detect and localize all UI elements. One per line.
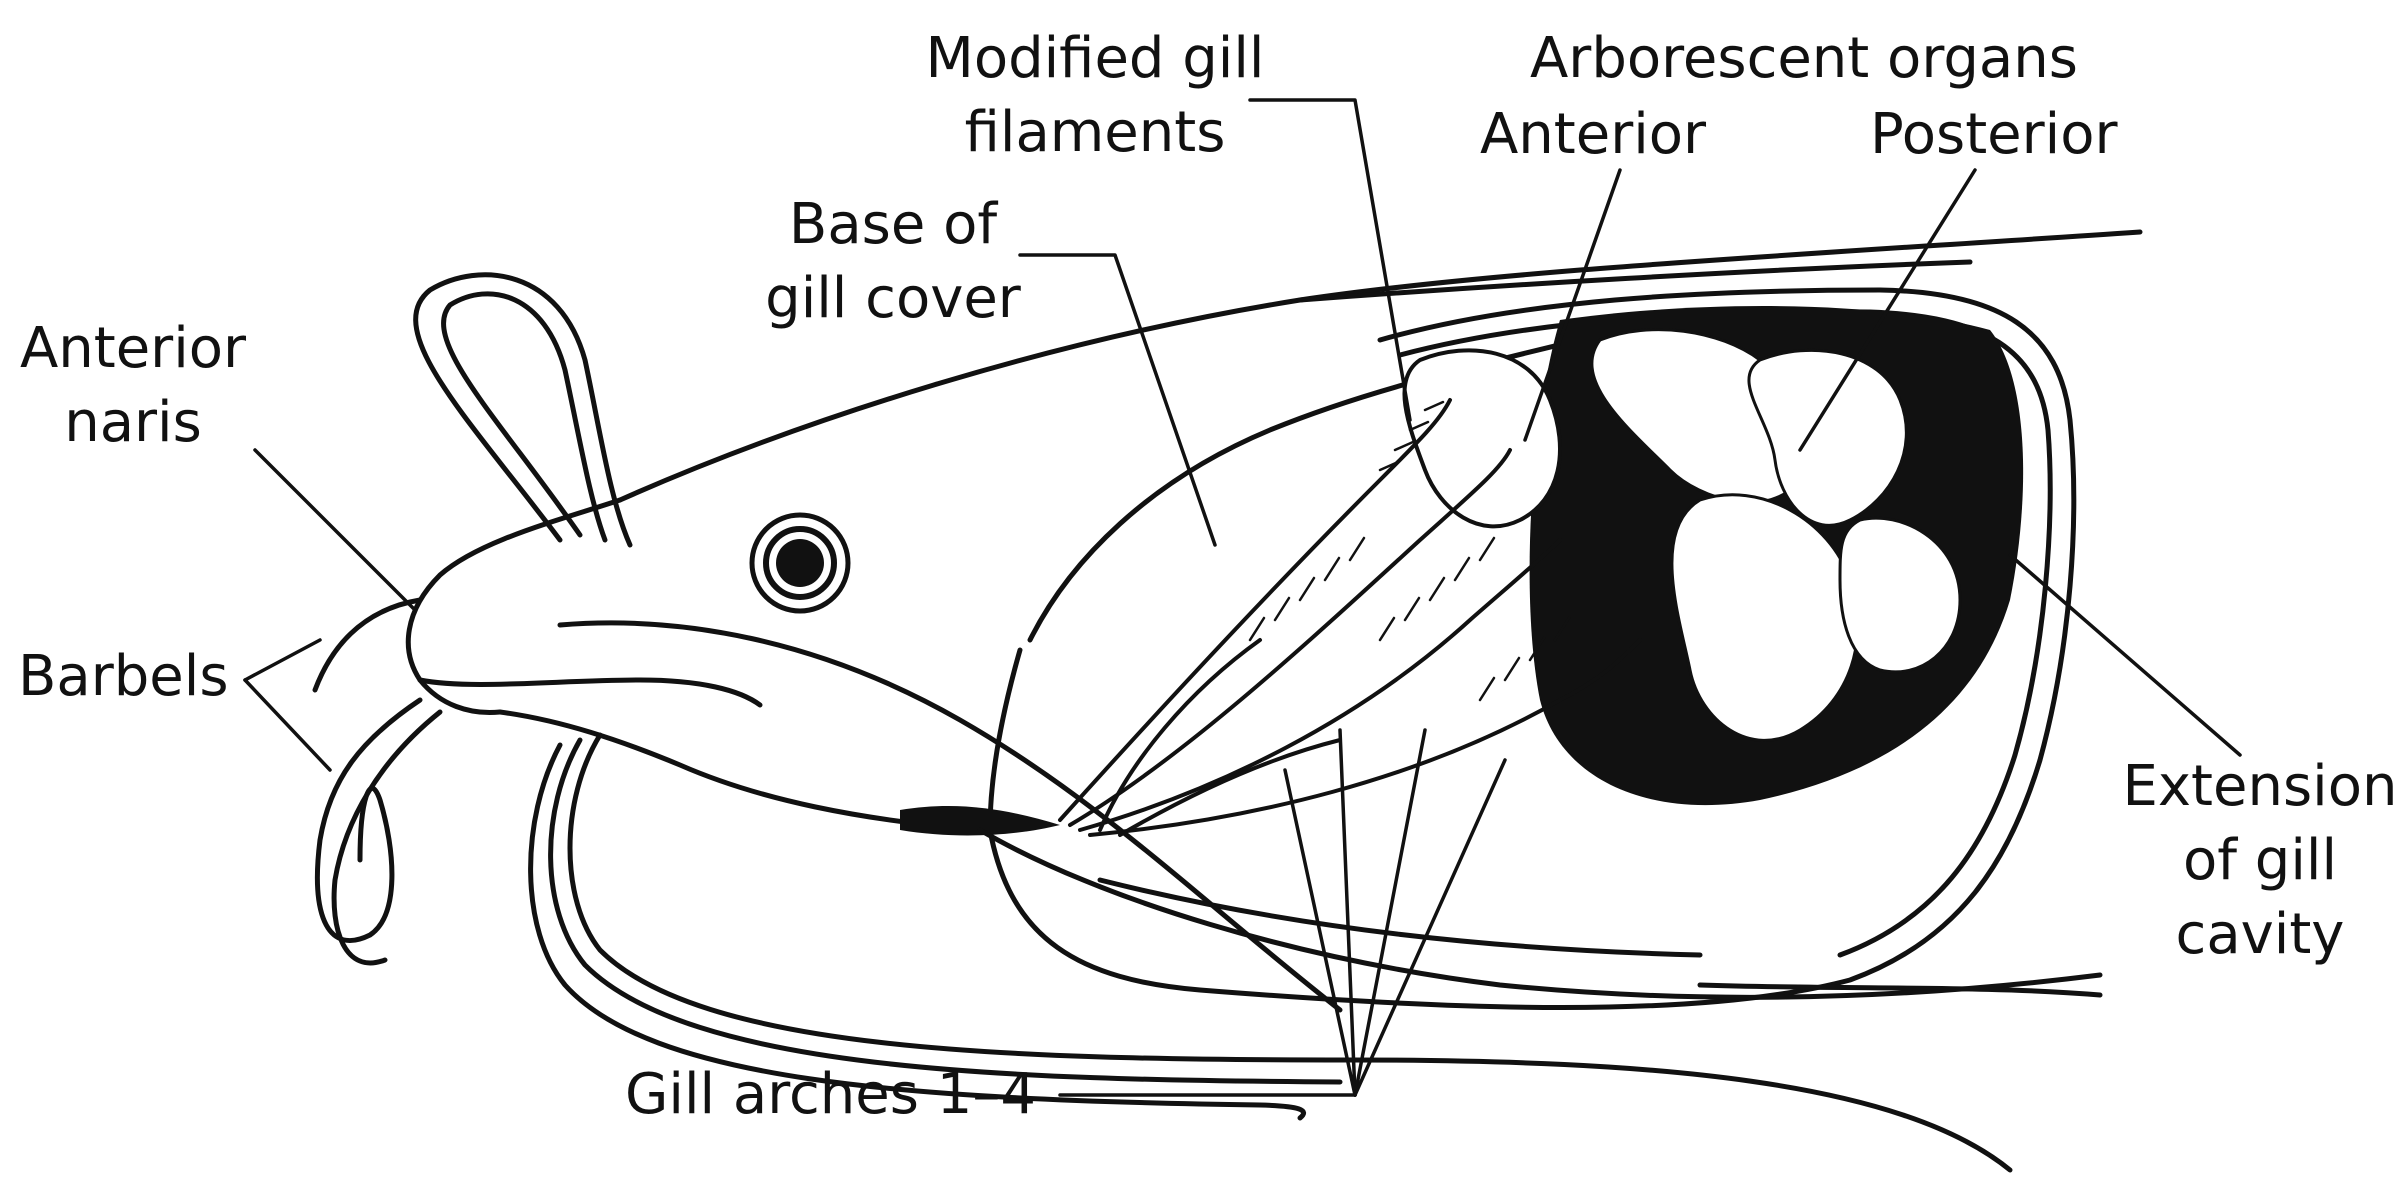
label-arborescent-organs: Arborescent organs — [1530, 22, 2078, 96]
upper-barbel — [416, 275, 630, 545]
leader-gill-arch-4 — [1355, 760, 1505, 1095]
label-modified-gill-filaments-line1: Modified gill — [925, 22, 1265, 96]
label-extension-of-gill-cavity-line3: cavity — [2120, 898, 2400, 972]
label-base-of-gill-cover-line2: gill cover — [758, 262, 1028, 336]
label-extension-of-gill-cavity: Extension of gill cavity — [2120, 750, 2400, 972]
leader-extension-of-gill-cavity — [2010, 555, 2240, 755]
label-base-of-gill-cover-line1: Base of — [758, 188, 1028, 262]
label-anterior-naris: Anterior naris — [18, 312, 248, 460]
left-barbel — [315, 600, 420, 690]
label-extension-of-gill-cavity-line1: Extension — [2120, 750, 2400, 824]
label-posterior: Posterior — [1870, 98, 2118, 172]
label-anterior: Anterior — [1480, 98, 1706, 172]
mouth-lip — [420, 680, 760, 705]
label-anterior-naris-line2: naris — [18, 386, 248, 460]
label-modified-gill-filaments: Modified gill filaments — [925, 22, 1265, 170]
label-modified-gill-filaments-line2: filaments — [925, 96, 1265, 170]
label-extension-of-gill-cavity-line2: of gill — [2120, 824, 2400, 898]
leader-anterior-naris — [255, 450, 415, 610]
label-gill-arches: Gill arches 1–4 — [625, 1058, 1036, 1132]
leader-barbels-down — [245, 680, 330, 770]
leader-modified-gill-filaments — [1250, 100, 1410, 420]
label-barbels: Barbels — [18, 640, 229, 714]
leader-barbels-up — [245, 640, 320, 680]
leader-base-of-gill-cover — [1020, 255, 1215, 545]
eye-pupil — [776, 539, 824, 587]
label-base-of-gill-cover: Base of gill cover — [758, 188, 1028, 336]
anterior-arborescent-organ — [1404, 350, 1560, 526]
label-anterior-naris-line1: Anterior — [18, 312, 248, 386]
leader-gill-arch-3 — [1355, 730, 1425, 1095]
